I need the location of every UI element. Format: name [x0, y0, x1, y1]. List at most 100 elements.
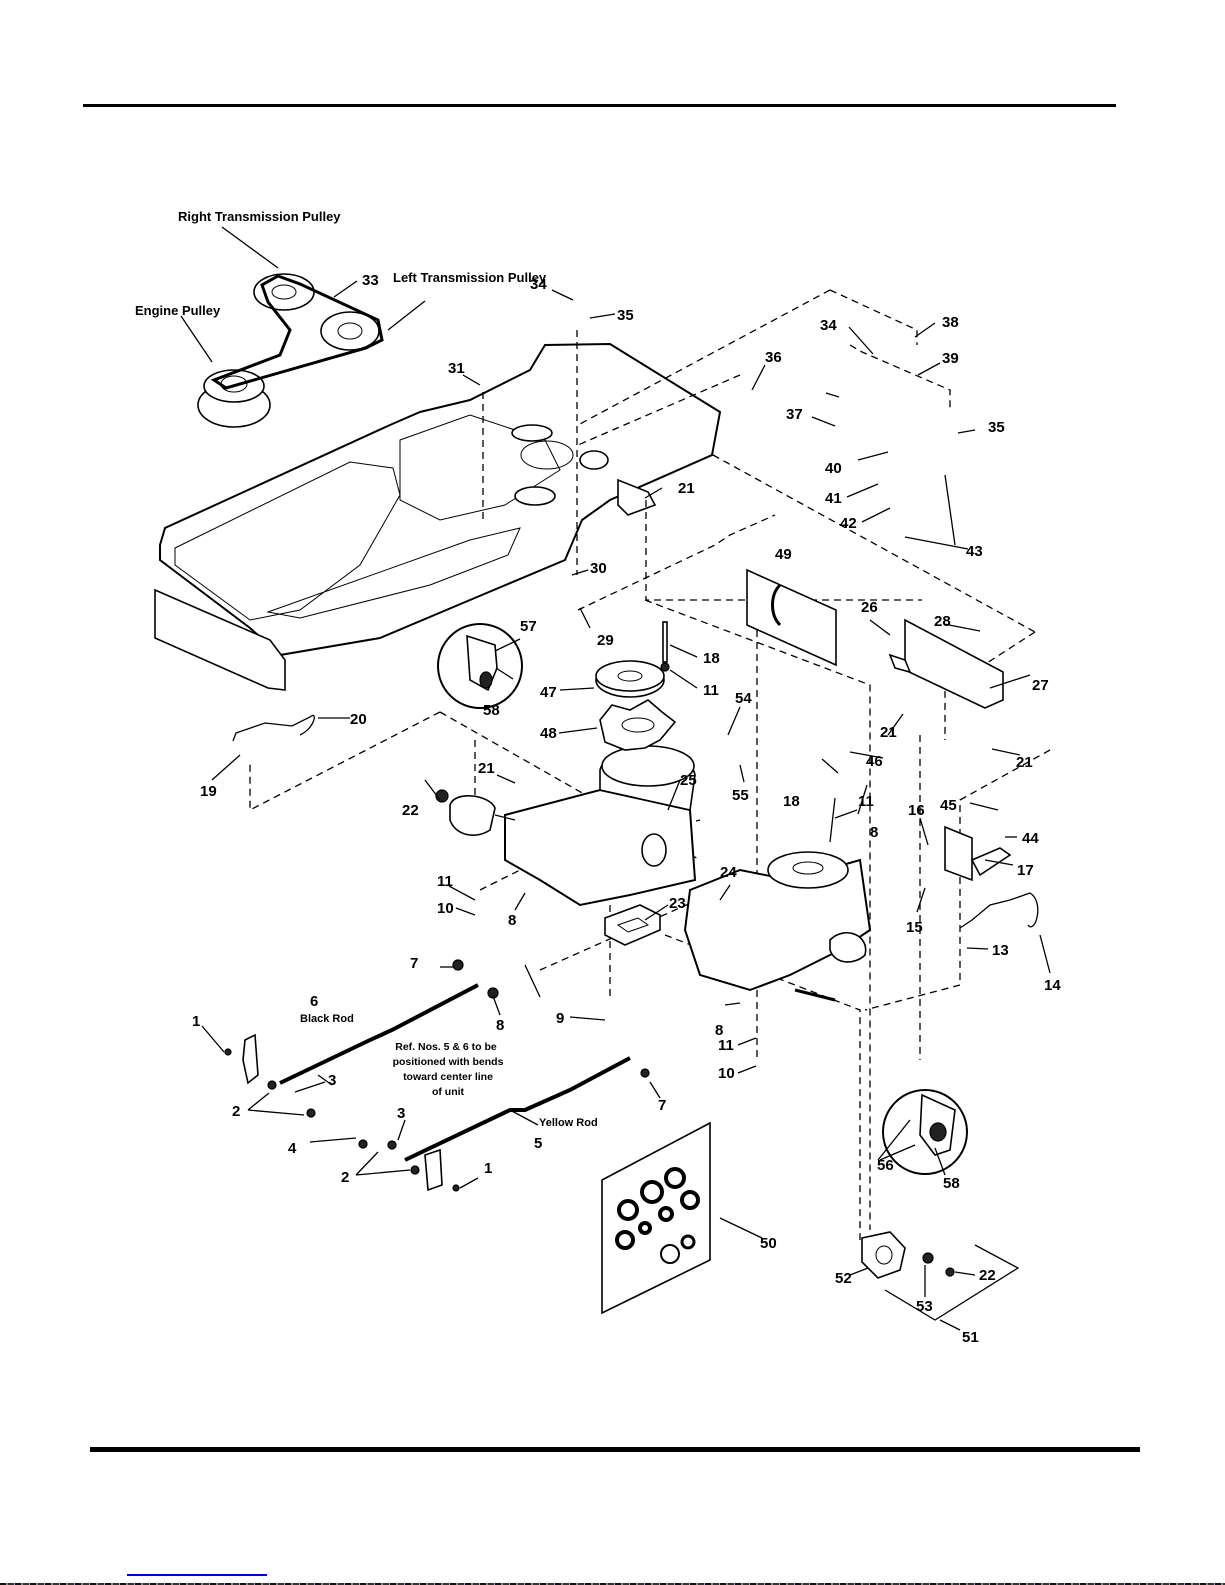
- part-number: 49: [775, 546, 792, 563]
- part-number: 34: [820, 317, 837, 334]
- chassis-frame: [154, 342, 722, 691]
- label-left-transmission-pulley: Left Transmission Pulley: [393, 270, 547, 285]
- part-number: 7: [410, 955, 418, 972]
- part-number: 58: [943, 1175, 960, 1192]
- bracket-26: [888, 618, 1004, 709]
- pulley-47: [595, 660, 665, 698]
- bolt-18-upper: [660, 621, 670, 672]
- yellow-rod: [404, 1056, 631, 1162]
- part-number-labels: 34 35 31 36 37 34 38 39 35 40 41 42 43 2…: [192, 276, 1061, 1346]
- part-number: 5: [534, 1135, 542, 1152]
- part-number: 29: [597, 632, 614, 649]
- seal-rings: [615, 1167, 700, 1264]
- part-number: 22: [979, 1267, 996, 1284]
- part-number: 57: [520, 618, 537, 635]
- drive-belt: [210, 274, 384, 390]
- footer-rule: [90, 1447, 1140, 1452]
- part-number: 38: [942, 314, 959, 331]
- part-number: 3: [328, 1072, 336, 1089]
- part-number: 1: [192, 1013, 200, 1030]
- part-number: 7: [658, 1097, 666, 1114]
- part-number: 11: [437, 873, 453, 890]
- part-number: 25: [680, 772, 697, 789]
- footer-edge-strip: [0, 1583, 1225, 1585]
- part-number: 21: [678, 480, 695, 497]
- part-number: 8: [715, 1022, 723, 1039]
- part-number: 39: [942, 350, 959, 367]
- part-number: 55: [732, 787, 749, 804]
- part-number: 30: [590, 560, 607, 577]
- part-number: 22: [402, 802, 419, 819]
- label-black-rod: Black Rod: [300, 1013, 354, 1025]
- part-number: 23: [669, 895, 686, 912]
- assembly-note: Ref. Nos. 5 & 6 to be positioned with be…: [393, 1041, 504, 1098]
- label-engine-pulley: Engine Pulley: [135, 303, 221, 318]
- part-number: 2: [232, 1103, 240, 1120]
- part-number: 50: [760, 1235, 777, 1252]
- part-number: 8: [496, 1017, 504, 1034]
- axle-hub-52: [861, 1231, 955, 1279]
- note-line-1: Ref. Nos. 5 & 6 to be: [395, 1041, 497, 1053]
- part-number: 28: [934, 613, 951, 630]
- part-number: 17: [1017, 862, 1034, 879]
- part-number: 21: [1016, 754, 1033, 771]
- part-number: 51: [962, 1329, 979, 1346]
- part-number: 18: [703, 650, 720, 667]
- bracket-17: [944, 825, 1012, 882]
- part-number: 58: [483, 702, 500, 719]
- part-number: 13: [992, 942, 1009, 959]
- part-number: 21: [478, 760, 495, 777]
- part-number: 35: [617, 307, 634, 324]
- part-number: 45: [940, 797, 957, 814]
- control-rods: [224, 959, 650, 1192]
- leader-lines: [201, 289, 1051, 1331]
- part-number: 20: [350, 711, 367, 728]
- part-number: 15: [906, 919, 923, 936]
- part-number: 4: [288, 1140, 297, 1157]
- panel-49: [746, 568, 837, 667]
- part-number: 41: [825, 490, 842, 507]
- part-number: 8: [870, 824, 878, 841]
- seal-kit-50: [601, 1121, 711, 1315]
- part-number: 10: [718, 1065, 735, 1082]
- part-number: 21: [880, 724, 897, 741]
- part-number: 26: [861, 599, 878, 616]
- part-number: 1: [484, 1160, 492, 1177]
- footer-link-underline[interactable]: [127, 1574, 267, 1576]
- part-number: 42: [840, 515, 857, 532]
- part-number: 16: [908, 802, 925, 819]
- part-number: 56: [877, 1157, 894, 1174]
- bracket-23: [604, 904, 661, 946]
- rod-callouts: Black Rod Yellow Rod Ref. Nos. 5 & 6 to …: [300, 1013, 598, 1129]
- label-yellow-rod: Yellow Rod: [539, 1117, 598, 1129]
- part-number: 19: [200, 783, 217, 800]
- part-number: 37: [786, 406, 803, 423]
- part-number: 40: [825, 460, 842, 477]
- right-transmission-assembly: [683, 851, 872, 1002]
- spring-clip-20: [232, 714, 315, 742]
- detail-circle-56-58: [882, 1089, 968, 1175]
- part-number: 44: [1022, 830, 1039, 847]
- note-line-4: of unit: [432, 1086, 465, 1098]
- part-number: 27: [1032, 677, 1049, 694]
- black-rod: [279, 983, 479, 1085]
- note-line-2: positioned with bends: [393, 1056, 504, 1068]
- part-number: 47: [540, 684, 557, 701]
- part-number: 46: [866, 753, 883, 770]
- part-number: 24: [720, 864, 737, 881]
- part-number: 11: [718, 1037, 734, 1054]
- note-line-3: toward center line: [403, 1071, 493, 1083]
- part-number: 18: [783, 793, 800, 810]
- part-number: 14: [1044, 977, 1061, 994]
- part-number: 2: [341, 1169, 349, 1186]
- part-number: 33: [362, 272, 379, 289]
- part-number: 34: [530, 276, 547, 293]
- part-number: 6: [310, 993, 318, 1010]
- part-number: 10: [437, 900, 454, 917]
- part-number: 11: [858, 793, 874, 810]
- header-rule: [83, 104, 1116, 107]
- part-number: 43: [966, 543, 983, 560]
- part-number: 3: [397, 1105, 405, 1122]
- detail-circle-57-58: [437, 623, 523, 709]
